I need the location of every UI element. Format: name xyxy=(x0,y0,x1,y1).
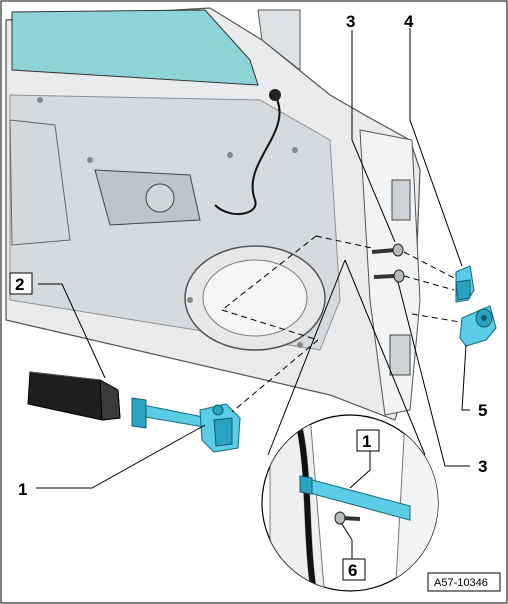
window-glass xyxy=(11,9,259,86)
callout-2: 2 xyxy=(15,275,24,294)
part-2-rubber-sleeve xyxy=(27,371,121,421)
part-5-bracket xyxy=(459,305,497,347)
mount-hole xyxy=(292,147,298,153)
door-pillar xyxy=(257,9,301,72)
speaker-opening xyxy=(202,259,308,337)
callout-3-bottom: 3 xyxy=(478,457,487,476)
figure-code: A57-10346 xyxy=(434,577,488,589)
mount-hole xyxy=(87,157,93,163)
mount-hole xyxy=(187,297,193,303)
assembly-lines xyxy=(221,235,461,456)
callout-3-top: 3 xyxy=(346,12,355,31)
callout-4: 4 xyxy=(404,12,414,31)
mount-hole xyxy=(227,152,233,158)
callout-labels: 1 2 3 4 5 3 1 6 xyxy=(9,12,487,581)
part-4-cover-cap xyxy=(455,265,475,303)
callout-1-detail-box xyxy=(356,429,380,452)
harness-clip xyxy=(269,89,281,101)
motor-gear xyxy=(145,183,175,213)
leader-lines xyxy=(36,28,470,568)
part-1-door-check-strap xyxy=(131,397,241,453)
speaker-grille xyxy=(9,119,71,246)
wiring-harness xyxy=(214,89,281,216)
callout-6: 6 xyxy=(348,561,357,580)
callout-5: 5 xyxy=(478,401,487,420)
mount-hole xyxy=(37,97,43,103)
callout-6-box xyxy=(342,558,366,581)
bolt-pair xyxy=(371,243,405,283)
upper-hinge xyxy=(391,179,411,221)
door-body xyxy=(5,7,421,421)
callout-1-detail: 1 xyxy=(362,432,371,451)
figure-code-box: A57-10346 xyxy=(427,572,501,592)
lower-hinge xyxy=(389,334,411,376)
mount-hole xyxy=(297,342,303,348)
callout-2-box xyxy=(9,272,33,295)
callout-1-main: 1 xyxy=(18,480,27,499)
